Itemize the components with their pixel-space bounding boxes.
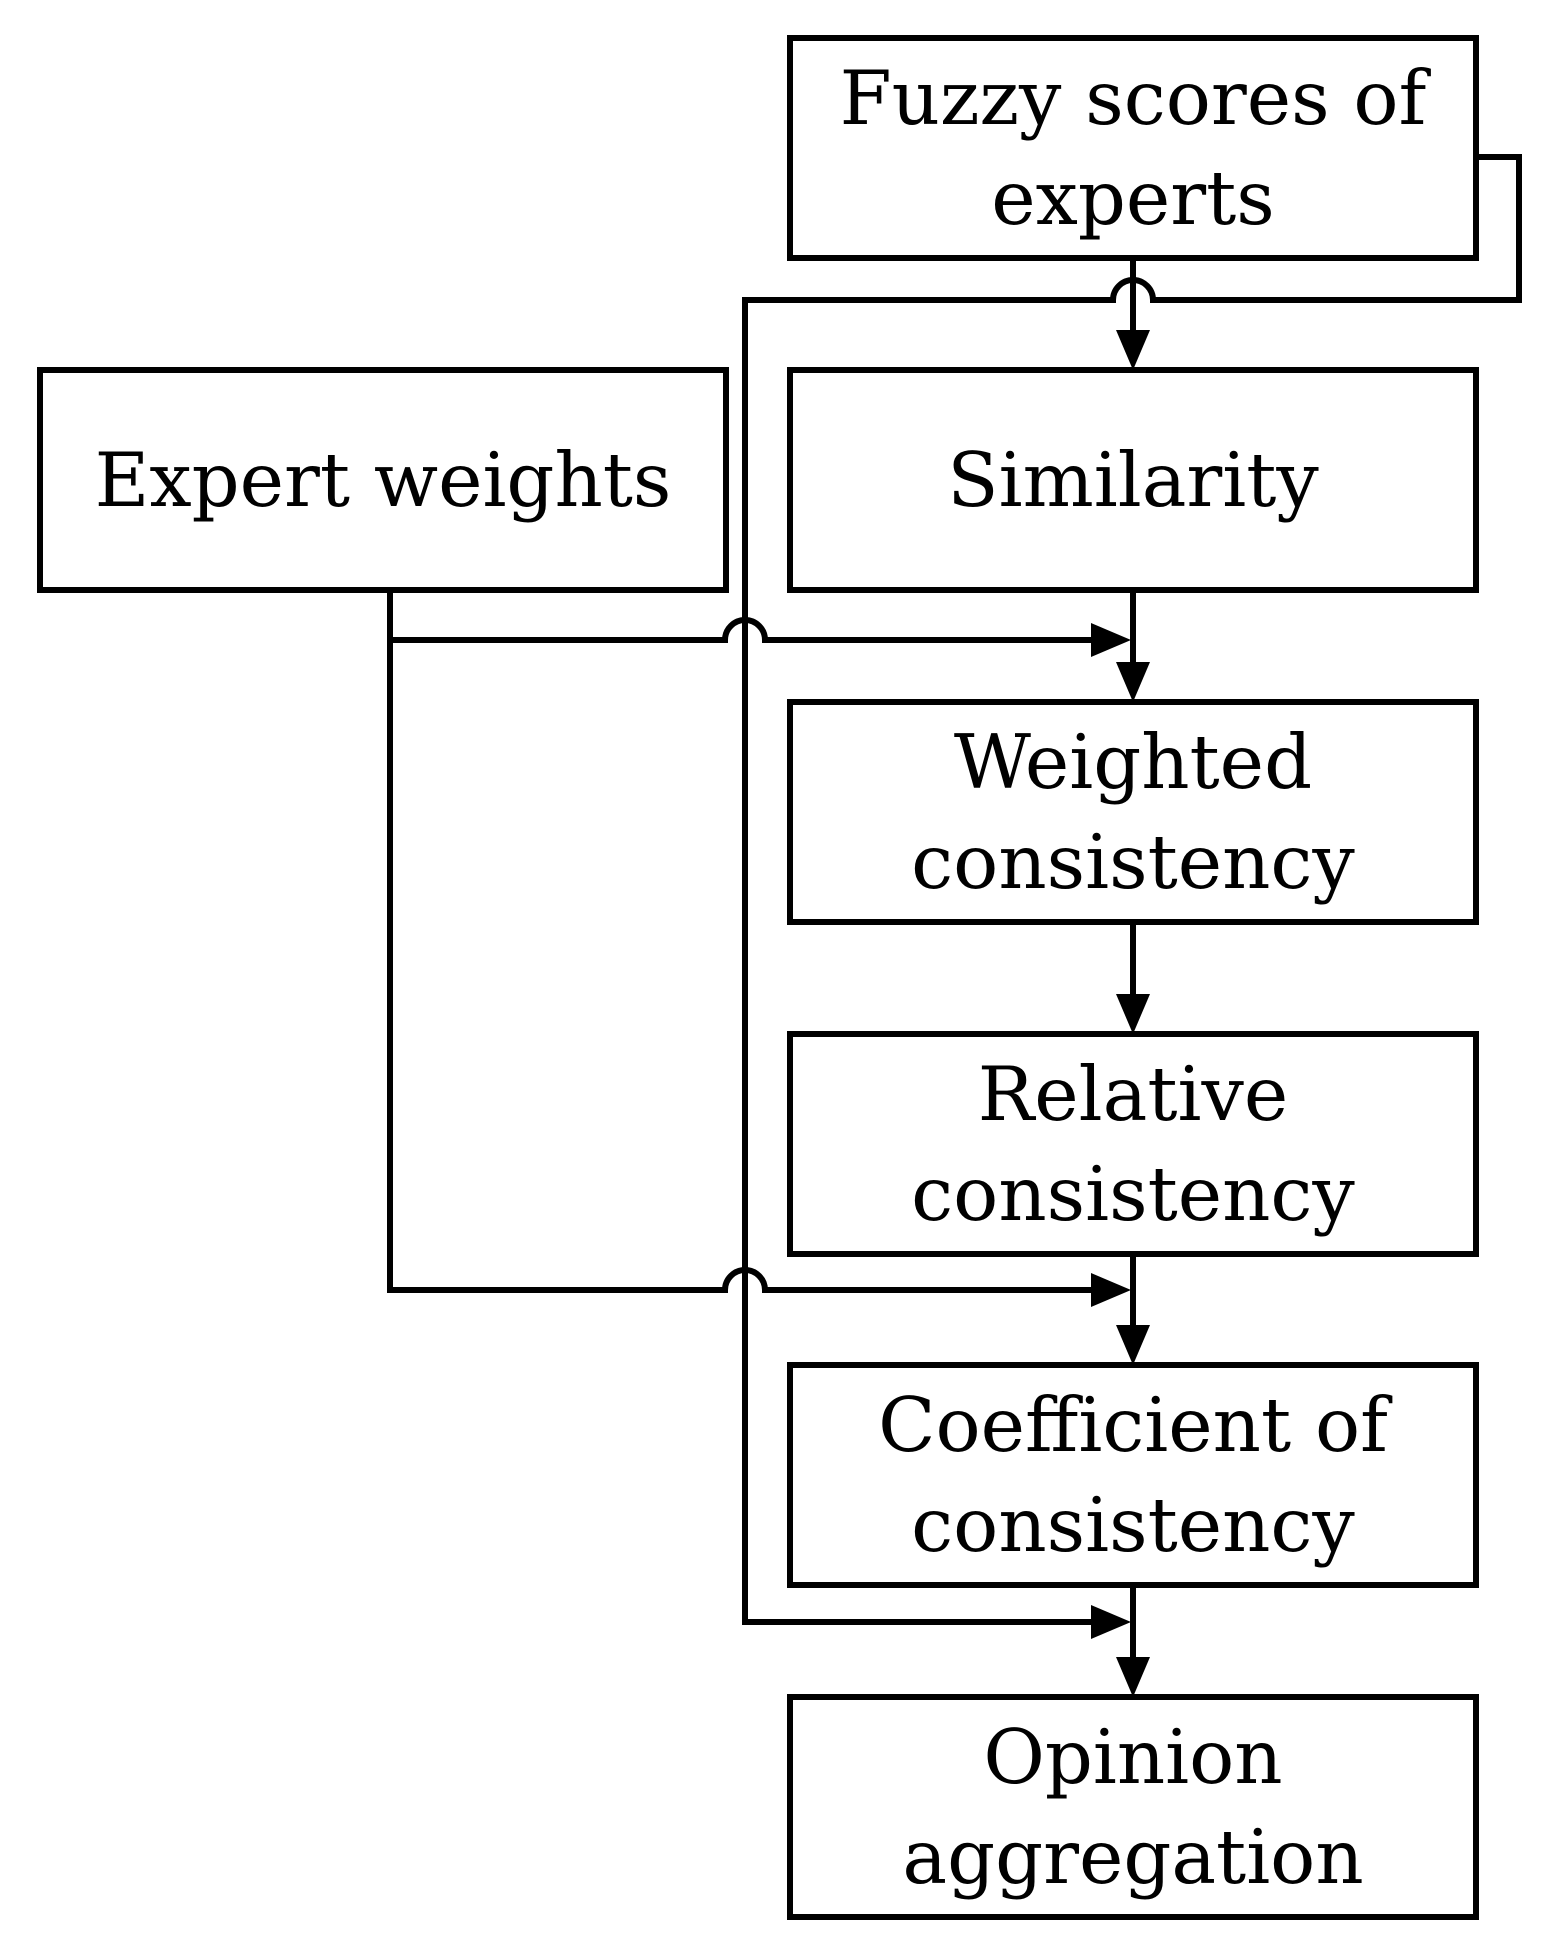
node-label: experts [991,154,1275,242]
node-coefficient-consistency: Coefficient of consistency [787,1362,1479,1588]
node-opinion-aggregation: Opinion aggregation [787,1694,1479,1920]
node-box [787,1694,1479,1920]
node-label: consistency [911,818,1355,906]
node-box [787,367,1479,593]
arrowhead-coefficient-to-opinion [1116,1657,1150,1697]
edge-fuzzy-to-opinion [742,154,1522,1625]
arrowhead-relative-to-coefficient [1116,1325,1150,1365]
node-weighted-consistency: Weighted consistency [787,699,1479,925]
arrowhead-similarity-to-weighted [1116,662,1150,702]
arrowhead-fuzzy-to-opinion [1091,1605,1131,1639]
arrowhead-weights-to-coefficient [1091,1273,1131,1307]
node-similarity: Similarity [787,367,1479,593]
arrowhead-weighted-to-relative [1116,994,1150,1034]
node-fuzzy-scores: Fuzzy scores of experts [787,35,1479,261]
node-box [787,1362,1479,1588]
arrowhead-fuzzy-to-similarity [1116,330,1150,370]
edge-weights-to-weighted [387,590,1091,643]
node-label: Fuzzy scores of [840,54,1432,142]
node-label: Coefficient of [878,1381,1393,1469]
node-label: consistency [911,1150,1355,1238]
node-box [787,699,1479,925]
node-label: Relative [978,1050,1288,1138]
node-label: consistency [911,1481,1355,1569]
edge-weights-to-coefficient [387,640,1091,1293]
node-label: Opinion [983,1713,1282,1801]
node-label: aggregation [902,1813,1363,1901]
node-label: Weighted [954,718,1312,806]
node-box [37,367,729,593]
node-label: Similarity [947,436,1319,524]
node-box [787,35,1479,261]
connectors [387,154,1522,1697]
node-label: Expert weights [95,436,672,524]
node-expert-weights: Expert weights [37,367,729,593]
node-box [787,1031,1479,1257]
arrowhead-weights-to-weighted [1091,623,1131,657]
node-relative-consistency: Relative consistency [787,1031,1479,1257]
